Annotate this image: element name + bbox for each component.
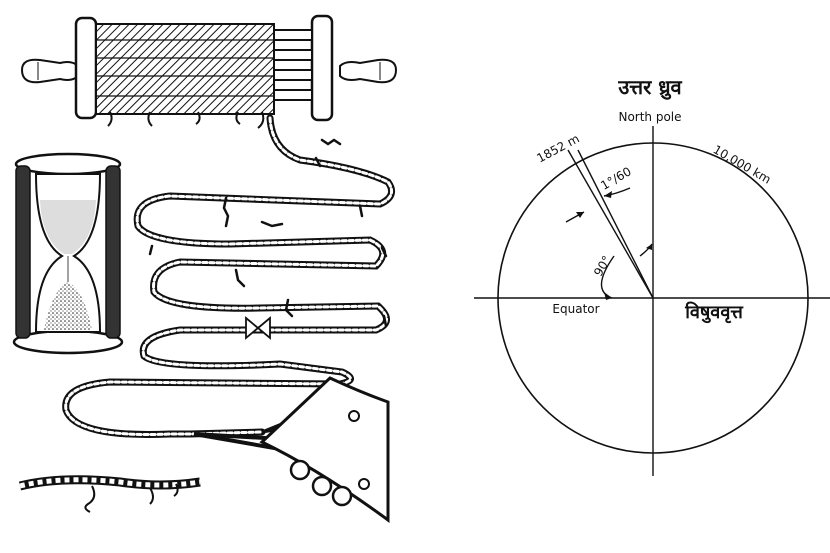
north-pole-hindi-label: उत्तर ध्रुव	[617, 75, 682, 100]
log-chip-board	[193, 376, 390, 523]
chip-log-illustration	[12, 14, 398, 523]
sand-hourglass	[12, 152, 124, 355]
equator-label: Equator	[552, 302, 599, 316]
meridian-diagram: उत्तर ध्रुव North pole 1852 m 1°/60 10,0…	[474, 75, 830, 476]
equator-hindi-label: विषुववृत्त	[684, 301, 744, 324]
radius-b	[577, 149, 654, 299]
rope-segment	[18, 475, 201, 513]
right-angle-label: 90°	[591, 253, 614, 278]
quarter-meridian-label: 10,000 km	[711, 142, 774, 186]
line-reel	[20, 14, 398, 129]
north-pole-label: North pole	[618, 110, 681, 124]
radius-a	[567, 149, 654, 299]
